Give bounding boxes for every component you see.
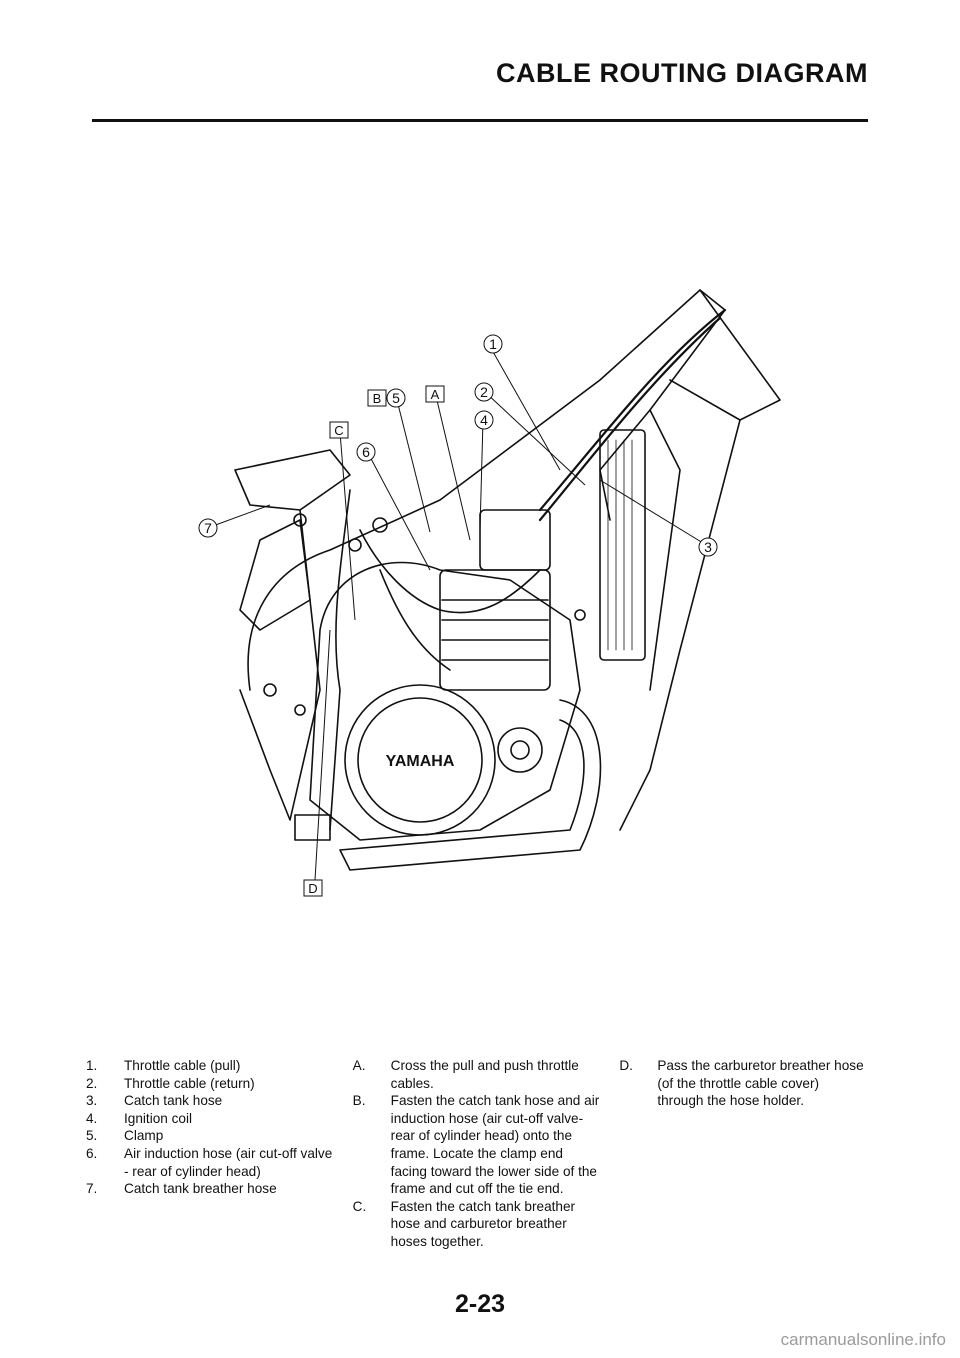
svg-text:C: C — [334, 423, 343, 438]
callout-3: 3 — [698, 537, 718, 557]
list-item: B.Fasten the catch tank hose and air ind… — [352, 1093, 600, 1197]
catch-tank-breather-hose — [329, 489, 351, 831]
svg-text:6: 6 — [362, 444, 370, 460]
list-item: 4.Ignition coil — [86, 1110, 193, 1126]
throttle-cables — [538, 308, 727, 522]
catch-tank-hose — [359, 529, 541, 614]
svg-text:7: 7 — [204, 520, 212, 536]
callout-D: D — [303, 879, 323, 897]
carburetor — [479, 509, 551, 571]
list-item: D.Pass the carburetor breather hose (of … — [619, 1058, 864, 1109]
callout-2: 2 — [474, 382, 494, 402]
svg-text:D: D — [308, 881, 317, 896]
frame-rail — [649, 409, 681, 691]
callout-4: 4 — [474, 410, 494, 430]
callout-B: B — [367, 389, 387, 407]
cylinder — [439, 569, 551, 691]
callout-5: 5 — [386, 388, 406, 408]
clutch-cover-inner — [357, 697, 483, 823]
svg-text:2: 2 — [480, 384, 488, 400]
rear-subframe — [239, 509, 321, 821]
list-item: 3.Catch tank hose — [86, 1093, 223, 1109]
callout-A: A — [425, 385, 445, 403]
notes-list-a: A.Cross the pull and push throttle cable… — [353, 1057, 620, 1251]
clutch-cover — [344, 684, 496, 836]
frame-backbone — [669, 289, 781, 421]
list-item: 7.Catch tank breather hose — [86, 1181, 277, 1197]
radiator — [599, 429, 646, 661]
list-item: 5.Clamp — [86, 1128, 164, 1144]
watermark: carmanualsonline.info — [780, 1330, 946, 1349]
callout-7: 7 — [198, 518, 218, 538]
list-item: 1.Throttle cable (pull) — [86, 1058, 241, 1073]
exhaust-pipe — [339, 699, 602, 871]
frame-downtube — [619, 419, 741, 831]
air-induction-hose — [379, 569, 451, 671]
engine-outline — [309, 561, 581, 841]
callout-1: 1 — [483, 334, 503, 354]
parts-list: 1.Throttle cable (pull) 2.Throttle cable… — [86, 1057, 353, 1251]
cable-routing-diagram: YAMAHA 1 2 3 4 5 6 7 A B C D — [198, 289, 781, 897]
list-item: 2.Throttle cable (return) — [86, 1075, 255, 1091]
frame-outline — [247, 289, 726, 691]
list-item: C.Fasten the catch tank breather hose an… — [352, 1198, 576, 1249]
catch-tank — [239, 519, 311, 631]
page-number: 2-23 — [454, 1290, 506, 1318]
brand-logo: YAMAHA — [386, 753, 455, 770]
svg-text:5: 5 — [392, 390, 400, 406]
page-title: CABLE ROUTING DIAGRAM — [496, 58, 868, 88]
svg-text:B: B — [373, 391, 382, 406]
svg-text:4: 4 — [480, 412, 488, 428]
header-rule — [92, 119, 868, 122]
list-item: A.Cross the pull and push throttle cable… — [352, 1058, 579, 1091]
cylinder-fins — [441, 599, 549, 661]
svg-text:3: 3 — [704, 539, 712, 555]
svg-text:A: A — [431, 387, 440, 402]
legend-columns: 1.Throttle cable (pull) 2.Throttle cable… — [86, 1057, 886, 1251]
list-item: 6.Air induction hose (air cut-off valve … — [86, 1145, 333, 1179]
water-pump — [497, 727, 543, 773]
callout-C: C — [329, 421, 349, 439]
notes-list-b: D.Pass the carburetor breather hose (of … — [619, 1057, 886, 1251]
callout-6: 6 — [356, 442, 376, 462]
airbox — [234, 449, 351, 511]
svg-text:1: 1 — [489, 336, 497, 352]
